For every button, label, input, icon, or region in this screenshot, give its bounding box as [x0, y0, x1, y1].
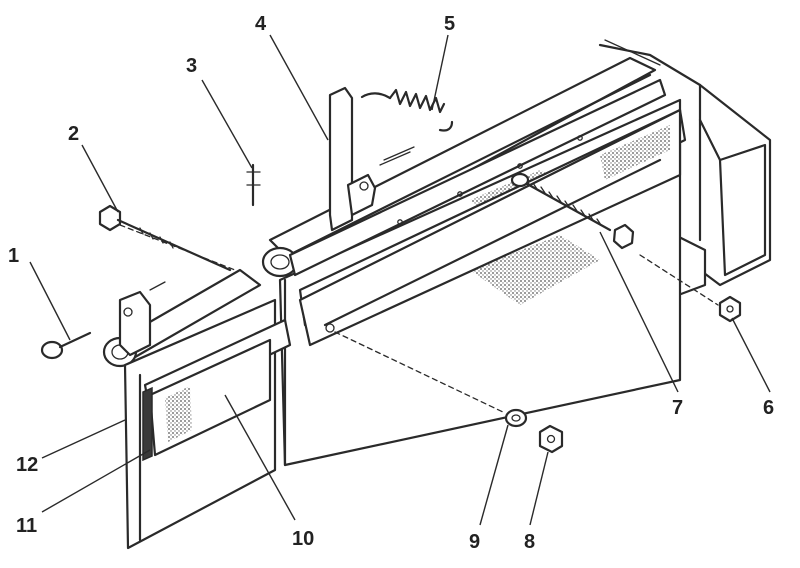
slotted-strip — [298, 108, 687, 347]
callout-6: 6 — [763, 397, 774, 419]
callout-7: 7 — [672, 397, 683, 419]
leader-5 — [431, 34, 449, 111]
left-fork — [118, 281, 166, 357]
pivot-plate — [328, 86, 415, 232]
leader-2 — [81, 144, 119, 213]
leader-6 — [731, 317, 771, 393]
nut-8 — [538, 424, 564, 454]
nut-6 — [718, 295, 742, 323]
callout-labels: 1 2 3 4 5 6 7 8 9 10 11 12 — [8, 13, 774, 553]
leader-4 — [269, 34, 329, 141]
callout-3: 3 — [186, 55, 197, 77]
callout-12: 12 — [16, 454, 38, 476]
leader-11 — [41, 449, 151, 513]
leader-8 — [529, 451, 549, 526]
callout-8: 8 — [524, 531, 535, 553]
upper-shaft — [261, 56, 657, 278]
callout-9: 9 — [469, 531, 480, 553]
tension-spring — [360, 88, 454, 132]
bolt-1 — [40, 331, 92, 360]
callout-4: 4 — [255, 13, 267, 35]
mounting-frame — [598, 39, 772, 287]
leader-9 — [479, 424, 509, 526]
leader-12 — [41, 419, 126, 459]
callout-10: 10 — [292, 528, 314, 550]
pin-3 — [246, 163, 261, 207]
callout-2: 2 — [68, 123, 79, 145]
clamp-pad — [142, 318, 292, 462]
leader-10 — [224, 394, 296, 521]
rod-nut — [612, 223, 635, 250]
washer-9 — [504, 408, 528, 428]
assembly-axes — [119, 224, 719, 414]
leader-lines — [29, 34, 771, 526]
leader-7 — [599, 231, 679, 393]
leader-3 — [201, 79, 253, 169]
callout-11: 11 — [16, 515, 37, 537]
bolt-2 — [98, 204, 232, 272]
threaded-rod — [510, 172, 612, 232]
callout-1: 1 — [8, 245, 19, 267]
callout-5: 5 — [444, 13, 455, 35]
leader-1 — [29, 261, 71, 341]
drilled-bar — [288, 78, 667, 277]
